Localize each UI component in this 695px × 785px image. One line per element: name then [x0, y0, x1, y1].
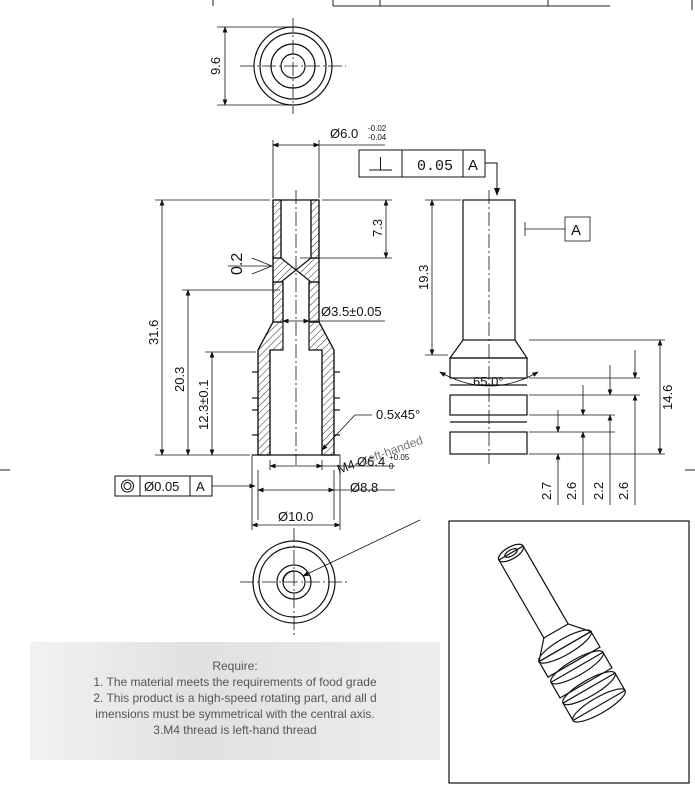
dim-groove-1: 2.7 — [539, 482, 554, 500]
note-title: Require: — [212, 659, 258, 673]
dim-depth-top: 7.3 — [370, 219, 385, 237]
dim-outer-diameter: Ø8.8 — [350, 480, 378, 495]
concentricity-value: Ø0.05 — [144, 479, 179, 494]
top-view — [217, 18, 346, 114]
concentricity-frame — [114, 475, 213, 497]
thread-label: M4- — [335, 455, 361, 477]
side-dimension-lines — [425, 199, 665, 505]
perpendicularity-value: 0.05 — [417, 158, 453, 175]
perpendicularity-frame — [358, 149, 500, 196]
dim-length-lower: 12.3±0.1 — [196, 379, 211, 430]
dim-groove-3: 2.2 — [591, 482, 606, 500]
side-view — [448, 190, 529, 464]
dim-recess-tol-lower: 0 — [389, 462, 394, 471]
note-line-1: 1. The material meets the requirements o… — [93, 675, 377, 689]
dim-body-diameter: Ø10.0 — [278, 509, 313, 524]
datum-label: A — [571, 222, 581, 239]
section-view — [252, 190, 340, 465]
dim-side-length: 19.3 — [416, 265, 431, 290]
dim-cone-angle: 65.0° — [473, 374, 504, 389]
dim-top-view-height: 9.6 — [208, 57, 223, 75]
note-line-4: 3.M4 thread is left-hand thread — [153, 723, 317, 737]
dim-recess-diameter: Ø6.4 — [357, 454, 385, 469]
dim-bore-diameter: Ø6.0 — [330, 126, 358, 141]
frame-lines — [0, 0, 695, 471]
dim-groove-2: 2.6 — [564, 482, 579, 500]
note-line-3: imensions must be symmetrical with the c… — [95, 707, 375, 721]
dim-length-total: 31.6 — [146, 320, 161, 345]
concentricity-datum: A — [196, 479, 205, 494]
dim-length-mid: 20.3 — [172, 367, 187, 392]
section-dimension-lines — [155, 140, 395, 530]
dim-groove-4: 2.6 — [616, 482, 631, 500]
thread-callout: M4- Left-handed — [335, 433, 425, 477]
dim-chamfer: 0.5x45° — [376, 407, 420, 422]
requirements-note: Require: 1. The material meets the requi… — [30, 642, 440, 760]
dim-chamfer-angle: 0.2 — [229, 253, 246, 275]
dim-side-height: 14.6 — [660, 385, 675, 410]
dim-bore-tol-upper: -0.02 — [368, 124, 387, 133]
dim-inner-diameter: Ø3.5±0.05 — [321, 304, 382, 319]
dim-recess-tol-upper: +0.05 — [389, 453, 410, 462]
bottom-view — [240, 519, 421, 636]
dim-bore-tol-lower: -0.04 — [368, 133, 387, 142]
isometric-view — [448, 520, 690, 784]
note-line-2: 2. This product is a high-speed rotating… — [93, 691, 377, 705]
perpendicularity-datum: A — [468, 157, 478, 174]
